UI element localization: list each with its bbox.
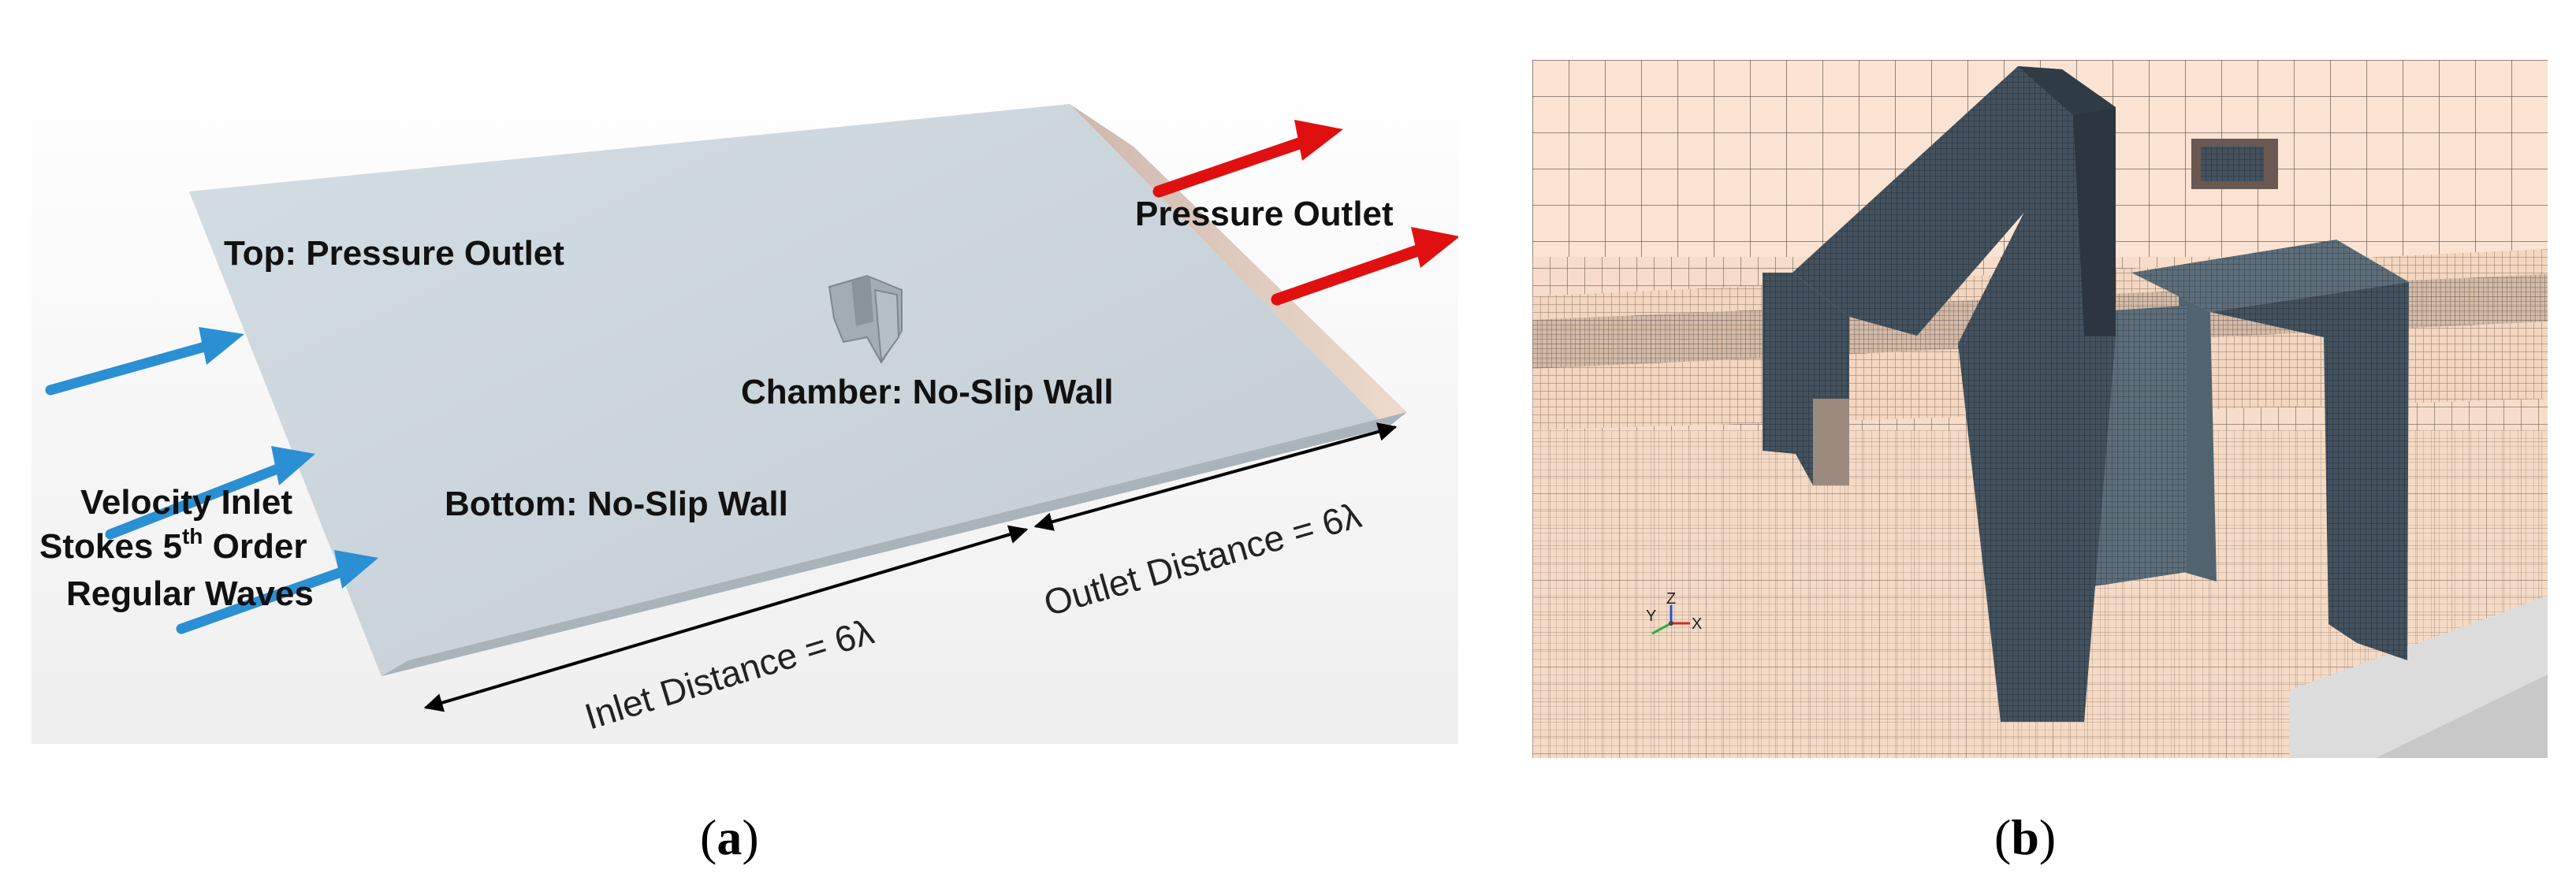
top-label: Top: Pressure Outlet — [224, 234, 564, 273]
inlet-label-line3: Regular Waves — [66, 574, 314, 613]
caption-b: (b) — [1994, 809, 2057, 865]
inflow-arrow — [105, 446, 315, 540]
inlet-label-line1: Velocity Inlet — [80, 483, 292, 522]
duct-outlet — [2191, 139, 2278, 189]
chamber-label: Chamber: No-Slip Wall — [741, 373, 1114, 411]
inlet-label-superscript: th — [182, 524, 203, 548]
outlet-label: Pressure Outlet — [1135, 195, 1394, 233]
inflow-arrows — [45, 327, 378, 634]
outlet-distance-arrow — [1033, 422, 1398, 531]
panel-a-domain-diagram: Top: Pressure Outlet Pressure Outlet Cha… — [32, 54, 1458, 744]
axis-triad: Y Z X — [1646, 590, 1702, 635]
inlet-label-line2: Stokes 5th Order — [39, 524, 307, 566]
panel-b-mesh-view: Y Z X — [1532, 60, 2548, 758]
inflow-arrow — [45, 327, 244, 396]
chamber-structure-mesh — [1763, 66, 2409, 722]
outflow-arrow — [1152, 120, 1343, 198]
axis-label-z: Z — [1666, 590, 1676, 608]
axis-label-y: Y — [1646, 608, 1656, 625]
caption-a: (a) — [700, 809, 759, 865]
inflow-arrow — [176, 550, 378, 634]
outlet-face — [1070, 104, 1407, 428]
axis-label-x: X — [1692, 615, 1702, 633]
bottom-label: Bottom: No-Slip Wall — [445, 485, 788, 523]
outflow-arrows — [1152, 120, 1458, 306]
inlet-distance-arrow — [423, 525, 1029, 712]
chamber-model — [828, 274, 903, 364]
floor-plane-shadow — [2376, 675, 2548, 758]
outflow-arrow — [1271, 227, 1458, 306]
